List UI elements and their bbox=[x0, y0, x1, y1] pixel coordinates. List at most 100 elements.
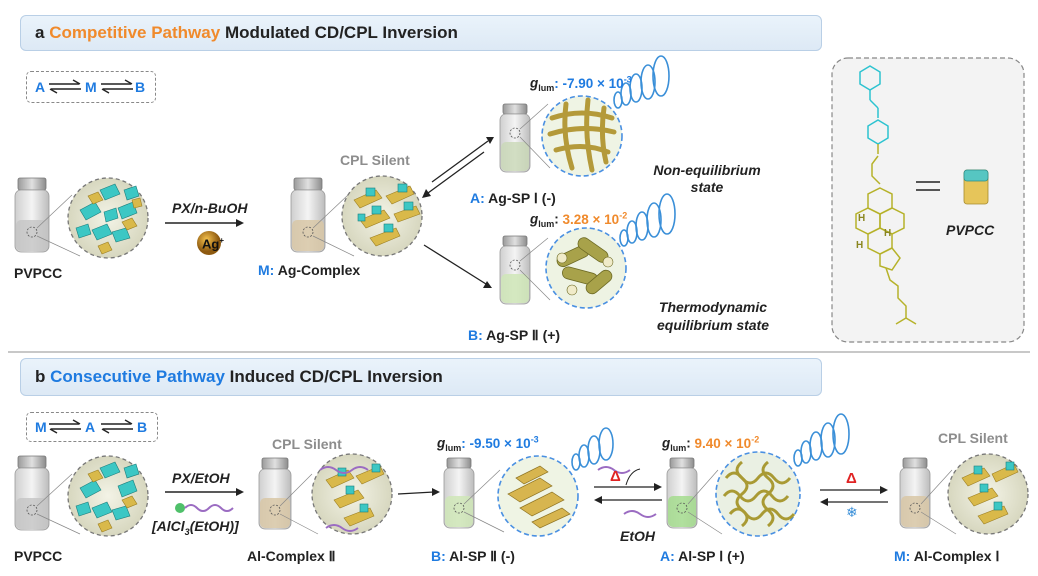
helix-icon bbox=[571, 427, 614, 471]
glum-ag-sp2-g: g bbox=[530, 211, 539, 227]
vial-pvpcc-a bbox=[14, 177, 50, 253]
glum-al-sp1-sub: lum bbox=[670, 443, 687, 454]
zoom-al-complex-2 bbox=[311, 453, 393, 535]
molecule-h1: H bbox=[858, 213, 866, 224]
ag-ion-symbol: Ag bbox=[202, 236, 220, 252]
glum-ag-sp1-g: g bbox=[530, 75, 539, 91]
state-ag-sp1-line1: Non-equilibrium bbox=[653, 162, 761, 178]
panel-a-title-highlight: Competitive Pathway bbox=[49, 23, 221, 42]
ag-ion-charge: + bbox=[219, 236, 225, 245]
snowflake-icon: ❄ bbox=[846, 504, 858, 520]
molecule-h2: H bbox=[884, 228, 892, 239]
label-pvpcc-molecule: PVPCC bbox=[946, 222, 995, 238]
label-al-sp2: B: Al-SP Ⅱ (-) bbox=[431, 548, 515, 565]
molecule-box bbox=[831, 57, 1025, 343]
panel-b-title-highlight: Consecutive Pathway bbox=[50, 367, 225, 386]
vial-al-complex-2 bbox=[258, 457, 292, 530]
label-al-complex-1-name: Al-Complex Ⅰ bbox=[913, 548, 1000, 564]
panel-b-equilibrium-scheme: M A B bbox=[26, 412, 158, 442]
glum-ag-sp1-sub: lum bbox=[538, 83, 555, 94]
vial-al-sp1 bbox=[666, 457, 698, 529]
scheme-b-right: B bbox=[137, 419, 148, 435]
zoom-ag-sp1-fibers bbox=[541, 95, 623, 177]
panel-a-letter: a bbox=[35, 23, 45, 42]
state-ag-sp2: Thermodynamic equilibrium state bbox=[638, 298, 788, 334]
cpl-silent-a: CPL Silent bbox=[340, 152, 410, 168]
silver-ion-icon bbox=[197, 231, 221, 255]
glum-al-sp2-g: g bbox=[437, 435, 446, 451]
reagent-alcl3-start: [AlCl bbox=[152, 518, 185, 534]
reagent-px-etoh: PX/EtOH bbox=[172, 470, 230, 486]
equilibrium-arrows-icon bbox=[101, 419, 133, 434]
label-ag-sp2-prefix: B: bbox=[468, 327, 483, 343]
scheme-a-left: A bbox=[35, 79, 46, 95]
glum-ag-sp1-exp: -3 bbox=[623, 74, 632, 84]
glum-ag-sp2-colon: : bbox=[554, 211, 563, 227]
label-al-complex-1: M: Al-Complex Ⅰ bbox=[894, 548, 1000, 565]
label-ag-sp2-name: Ag-SP Ⅱ (+) bbox=[486, 327, 561, 343]
label-al-complex-2: Al-Complex Ⅱ bbox=[247, 548, 336, 564]
label-ag-complex-prefix: M: bbox=[258, 262, 275, 278]
state-ag-sp2-line1: Thermodynamic bbox=[658, 299, 768, 315]
label-ag-complex-name: Ag-Complex bbox=[277, 262, 361, 278]
label-al-complex-1-prefix: M: bbox=[894, 548, 911, 564]
glum-al-sp1-value: 9.40 × 10 bbox=[694, 435, 752, 451]
heat-symbol-1: Δ bbox=[610, 468, 621, 485]
equilibrium-arrows-icon bbox=[49, 419, 81, 434]
glum-al-sp1-exp: -2 bbox=[751, 434, 760, 444]
vial-ag-sp2 bbox=[499, 235, 531, 305]
panel-a-title-rest: Modulated CD/CPL Inversion bbox=[224, 23, 458, 42]
pvpcc-vial-icon bbox=[963, 169, 989, 205]
ag-ion-label: Ag+ bbox=[202, 236, 224, 251]
helix-icon bbox=[613, 55, 670, 109]
zoom-pvpcc-a bbox=[67, 177, 149, 259]
molecule-h3: H bbox=[856, 240, 864, 251]
reagent-alcl3-etoh: [AlCl3(EtOH)] bbox=[152, 518, 239, 537]
state-ag-sp1-line2: state bbox=[690, 179, 724, 195]
zoom-al-sp1-helices bbox=[715, 451, 801, 537]
glum-al-sp2-value: : -9.50 × 10 bbox=[461, 435, 531, 451]
glum-ag-sp1-value: : -7.90 × 10 bbox=[554, 75, 624, 91]
glum-al-sp2-exp: -3 bbox=[530, 434, 539, 444]
label-al-sp2-name: Al-SP Ⅱ (-) bbox=[449, 548, 515, 564]
panel-b-title-rest: Induced CD/CPL Inversion bbox=[229, 367, 443, 386]
scheme-a-right: B bbox=[135, 79, 146, 95]
glum-al-sp1: glum: 9.40 × 10-2 bbox=[662, 434, 759, 453]
zoom-al-complex-1 bbox=[947, 453, 1029, 535]
zoom-al-sp2-sheets bbox=[497, 455, 579, 537]
pvpcc-molecule-structure bbox=[855, 65, 917, 325]
panel-a-header: a Competitive Pathway Modulated CD/CPL I… bbox=[20, 15, 822, 51]
zoom-ag-complex bbox=[341, 175, 423, 257]
glum-ag-sp2-sub: lum bbox=[538, 219, 555, 230]
zoom-pvpcc-b bbox=[67, 455, 149, 537]
label-al-sp1-prefix: A: bbox=[660, 548, 675, 564]
vial-al-complex-1 bbox=[899, 457, 931, 529]
scheme-a-mid: M bbox=[85, 79, 97, 95]
alcl3-etoh-icon bbox=[175, 503, 234, 513]
glum-ag-sp1: glum: -7.90 × 10-3 bbox=[530, 74, 632, 93]
vial-al-sp2 bbox=[443, 457, 475, 529]
panel-b-letter: b bbox=[35, 367, 46, 386]
helix-icon bbox=[619, 193, 676, 247]
panel-b-header: b Consecutive Pathway Induced CD/CPL Inv… bbox=[20, 358, 822, 396]
helix-icon bbox=[793, 413, 850, 467]
glum-ag-sp2-exp: -2 bbox=[619, 210, 628, 220]
state-ag-sp2-line2: equilibrium state bbox=[656, 317, 770, 333]
cpl-silent-b2: CPL Silent bbox=[938, 430, 1008, 446]
reagent-px-nbuoh: PX/n-BuOH bbox=[172, 200, 248, 216]
label-ag-sp2: B: Ag-SP Ⅱ (+) bbox=[468, 327, 560, 344]
cpl-silent-b1: CPL Silent bbox=[272, 436, 342, 452]
label-pvpcc-b: PVPCC bbox=[14, 548, 63, 564]
label-ag-complex: M: Ag-Complex bbox=[258, 262, 360, 278]
glum-ag-sp2: glum: 3.28 × 10-2 bbox=[530, 210, 627, 229]
equilibrium-arrows-icon bbox=[101, 79, 133, 94]
vial-ag-complex bbox=[290, 177, 326, 253]
glum-al-sp1-g: g bbox=[662, 435, 671, 451]
label-al-sp1: A: Al-SP Ⅰ (+) bbox=[660, 548, 745, 565]
vial-ag-sp1 bbox=[499, 103, 531, 173]
glum-ag-sp2-value: 3.28 × 10 bbox=[562, 211, 620, 227]
etoh-label: EtOH bbox=[620, 528, 655, 544]
glum-al-sp2: glum: -9.50 × 10-3 bbox=[437, 434, 539, 453]
reagent-alcl3-end: (EtOH)] bbox=[189, 518, 239, 534]
